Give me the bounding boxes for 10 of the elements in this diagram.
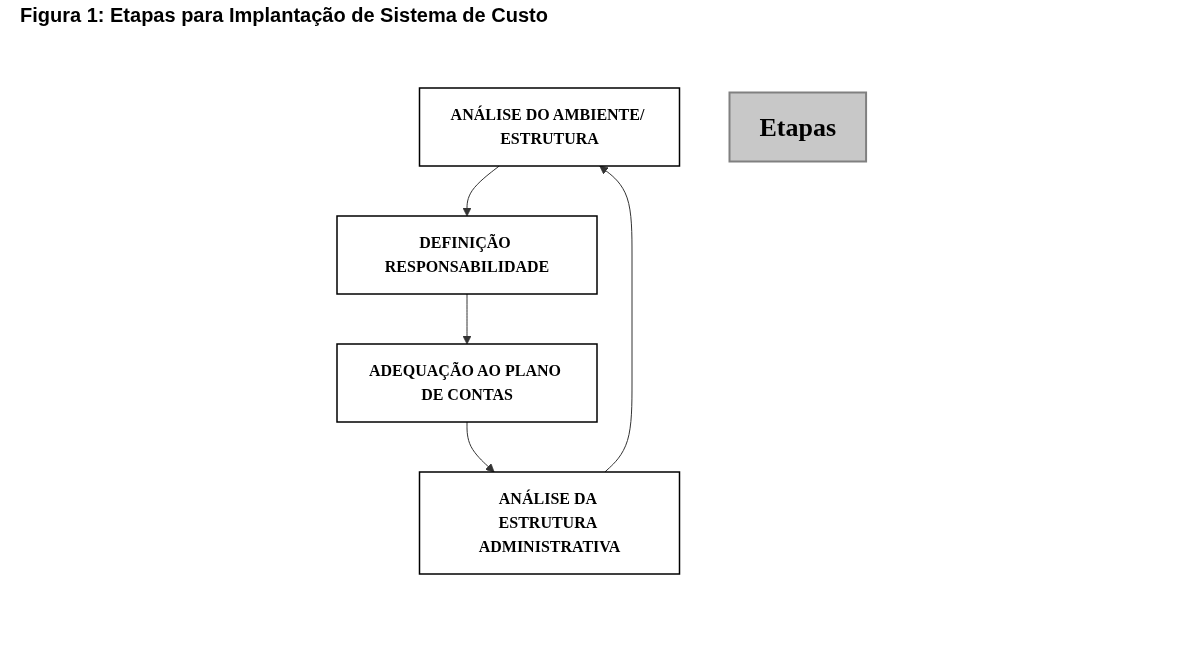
arrow bbox=[466, 421, 495, 473]
figure-title: Figura 1: Etapas para Implantação de Sistema de Custo bbox=[20, 4, 549, 27]
arrow bbox=[599, 165, 633, 473]
node-box: Etapas bbox=[728, 91, 868, 163]
node-box: ADEQUAÇÃO AO PLANO DE CONTAS bbox=[336, 343, 598, 423]
node-box: ANÁLISE DO AMBIENTE/ ESTRUTURA bbox=[418, 87, 681, 167]
node-box: DEFINIÇÃO RESPONSABILIDADE bbox=[336, 215, 598, 295]
arrow bbox=[462, 293, 472, 345]
node-box: ANÁLISE DA ESTRUTURA ADMINISTRATIVA bbox=[418, 471, 681, 575]
arrow bbox=[462, 165, 500, 217]
